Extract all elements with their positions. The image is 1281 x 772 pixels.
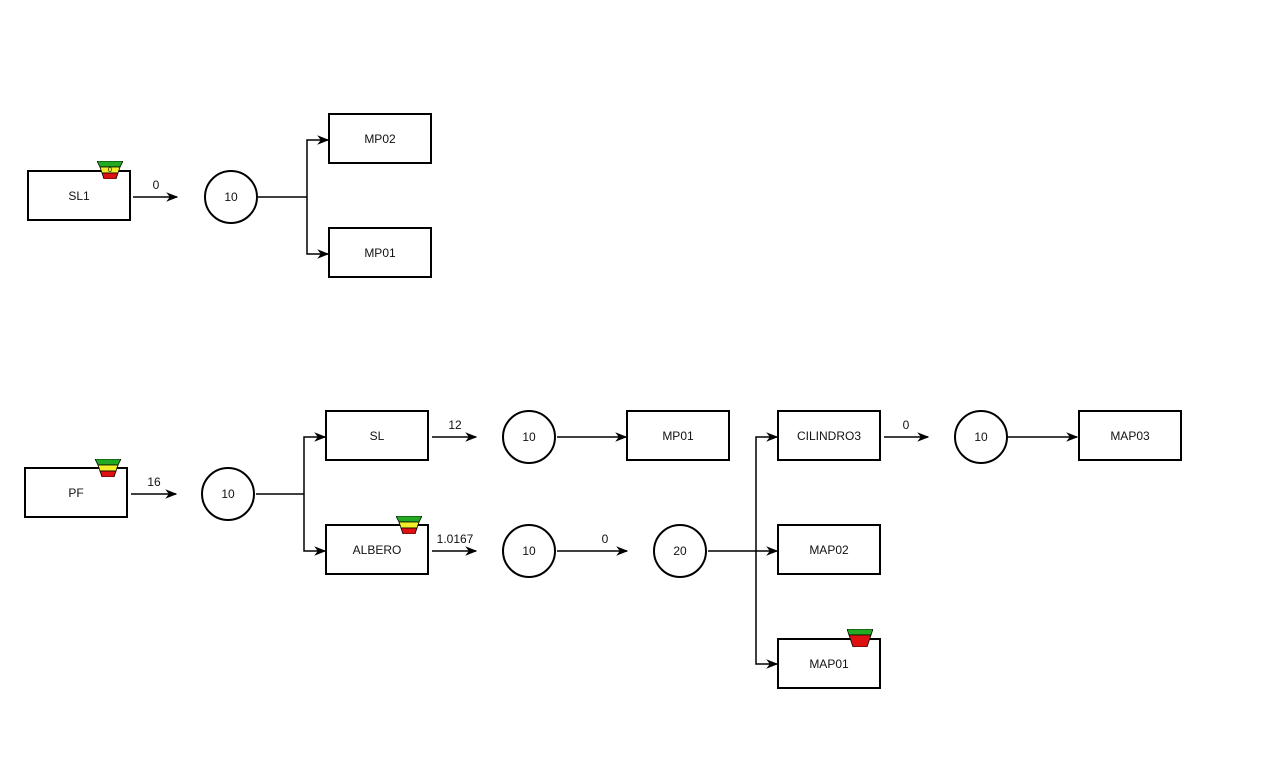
process-cilindro3[interactable]: CILINDRO3 bbox=[777, 410, 881, 461]
buffer-twenty[interactable]: 20 bbox=[653, 524, 707, 578]
gauge-label: 0 bbox=[108, 167, 112, 174]
process-label: CILINDRO3 bbox=[796, 428, 861, 443]
buffer-value: 10 bbox=[224, 190, 238, 204]
buffer-sl[interactable]: 10 bbox=[502, 410, 556, 464]
buffer-value: 10 bbox=[522, 430, 536, 444]
edge-label: 0 bbox=[152, 178, 160, 192]
edge-label: 12 bbox=[448, 418, 462, 432]
edge-label: 1.0167 bbox=[436, 532, 474, 546]
process-sl1[interactable]: SL1 bbox=[27, 170, 131, 221]
process-map02[interactable]: MAP02 bbox=[777, 524, 881, 575]
buffer-albero[interactable]: 10 bbox=[502, 524, 556, 578]
process-label: MP01 bbox=[364, 245, 396, 260]
buffer-value: 10 bbox=[522, 544, 536, 558]
gauge-icon: 0 bbox=[97, 161, 123, 179]
buffer-value: 10 bbox=[974, 430, 988, 444]
edge-label: 0 bbox=[601, 532, 609, 546]
gauge-icon bbox=[847, 629, 873, 647]
edge-label: 0 bbox=[902, 418, 910, 432]
edge-split-to-albero bbox=[303, 494, 327, 556]
edge-split-to-mp01 bbox=[306, 197, 330, 259]
edge-split-to-cilindro3 bbox=[755, 432, 779, 551]
process-mp02[interactable]: MP02 bbox=[328, 113, 432, 164]
process-label: PF bbox=[68, 485, 84, 500]
process-label: MAP02 bbox=[809, 542, 849, 557]
buffer-value: 10 bbox=[221, 487, 235, 501]
process-label: SL1 bbox=[68, 188, 90, 203]
edge-label: 16 bbox=[147, 475, 161, 489]
process-label: MAP03 bbox=[1110, 428, 1150, 443]
edge-split-to-mp02 bbox=[306, 135, 330, 197]
edge-split-to-sl bbox=[303, 432, 327, 494]
process-label: MAP01 bbox=[809, 656, 849, 671]
gauge-icon bbox=[95, 459, 121, 477]
buffer-value: 20 bbox=[673, 544, 687, 558]
gauge-icon bbox=[396, 516, 422, 534]
process-mp01-top[interactable]: MP01 bbox=[328, 227, 432, 278]
process-map03[interactable]: MAP03 bbox=[1078, 410, 1182, 461]
process-sl[interactable]: SL bbox=[325, 410, 429, 461]
buffer-pf[interactable]: 10 bbox=[201, 467, 255, 521]
buffer-cilindro3[interactable]: 10 bbox=[954, 410, 1008, 464]
buffer-sl1[interactable]: 10 bbox=[204, 170, 258, 224]
process-label: SL bbox=[369, 428, 385, 443]
process-label: MP02 bbox=[364, 131, 396, 146]
process-label: MP01 bbox=[662, 428, 694, 443]
edge-split-to-map01 bbox=[755, 551, 779, 669]
process-mp01-mid[interactable]: MP01 bbox=[626, 410, 730, 461]
process-label: ALBERO bbox=[352, 542, 402, 557]
